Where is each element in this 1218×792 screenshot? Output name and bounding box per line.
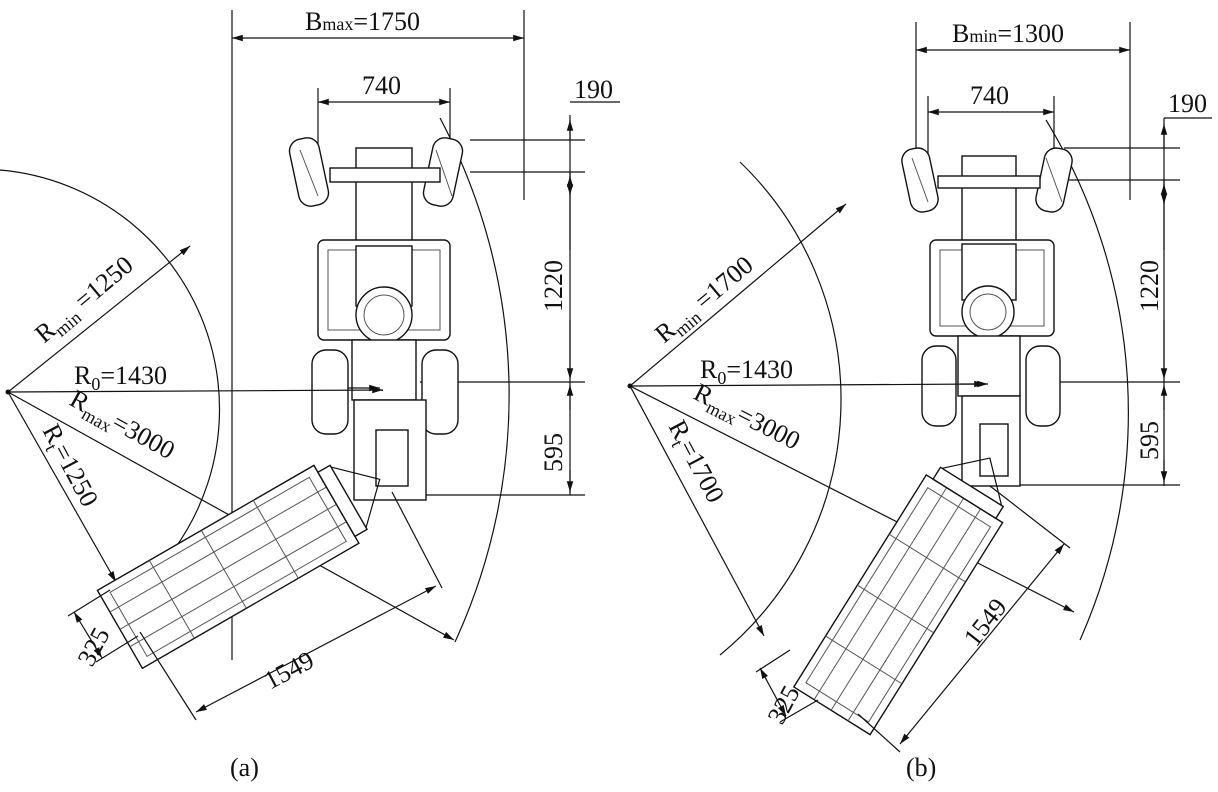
- offset-190-label-b: 190: [1168, 89, 1207, 118]
- caption-a: (a): [230, 753, 259, 782]
- tractor-b: [901, 147, 1073, 487]
- len-1549-dim-a: [195, 585, 437, 713]
- bmin-label-b: Bmin=1300: [952, 19, 1064, 48]
- tractor-a: [288, 137, 464, 501]
- width-325-dim-a: [73, 611, 103, 659]
- width-325-label-a: 325: [72, 623, 116, 671]
- track-label-b: 740: [970, 81, 1009, 110]
- bmax-label-a: Bmax=1750: [305, 7, 420, 36]
- rmax-arc-b: [1045, 119, 1129, 641]
- len-1549-label-b: 1549: [958, 593, 1013, 652]
- offset-190-label-a: 190: [574, 75, 613, 104]
- rmax-arc-a: [439, 117, 510, 643]
- panel-a: Bmax=1750 740 190 1220 595: [0, 7, 620, 782]
- panel-b: Bmin=1300 740 190 1220 595: [627, 19, 1212, 782]
- rmin-line-a: [7, 245, 191, 393]
- rt-label-b: Rt=1700: [659, 415, 730, 509]
- r0-label-a: R0=1430: [74, 361, 167, 394]
- len-1220-label-a: 1220: [539, 260, 568, 312]
- rmin-arc-a: [0, 169, 221, 601]
- width-325-dim-b: [759, 667, 787, 717]
- track-label-a: 740: [362, 71, 401, 100]
- rmin-arc-b: [719, 161, 842, 656]
- caption-b: (b): [906, 753, 936, 782]
- rt-line-a: [7, 391, 117, 583]
- implement-a: [96, 464, 381, 670]
- r0-line-a: [7, 386, 384, 394]
- len-1549-dim-b: [899, 543, 1065, 745]
- r0-label-b: R0=1430: [700, 355, 793, 388]
- r0-line-b: [629, 380, 986, 388]
- len-1220-label-b: 1220: [1135, 260, 1164, 312]
- rmin-label-b: Rmin =1700: [649, 250, 761, 351]
- rmin-label-a: Rmin =1250: [29, 250, 141, 351]
- len-595-label-a: 595: [539, 433, 568, 472]
- rmin-line-b: [629, 203, 847, 387]
- rt-line-b: [629, 385, 765, 637]
- len-595-label-b: 595: [1135, 421, 1164, 460]
